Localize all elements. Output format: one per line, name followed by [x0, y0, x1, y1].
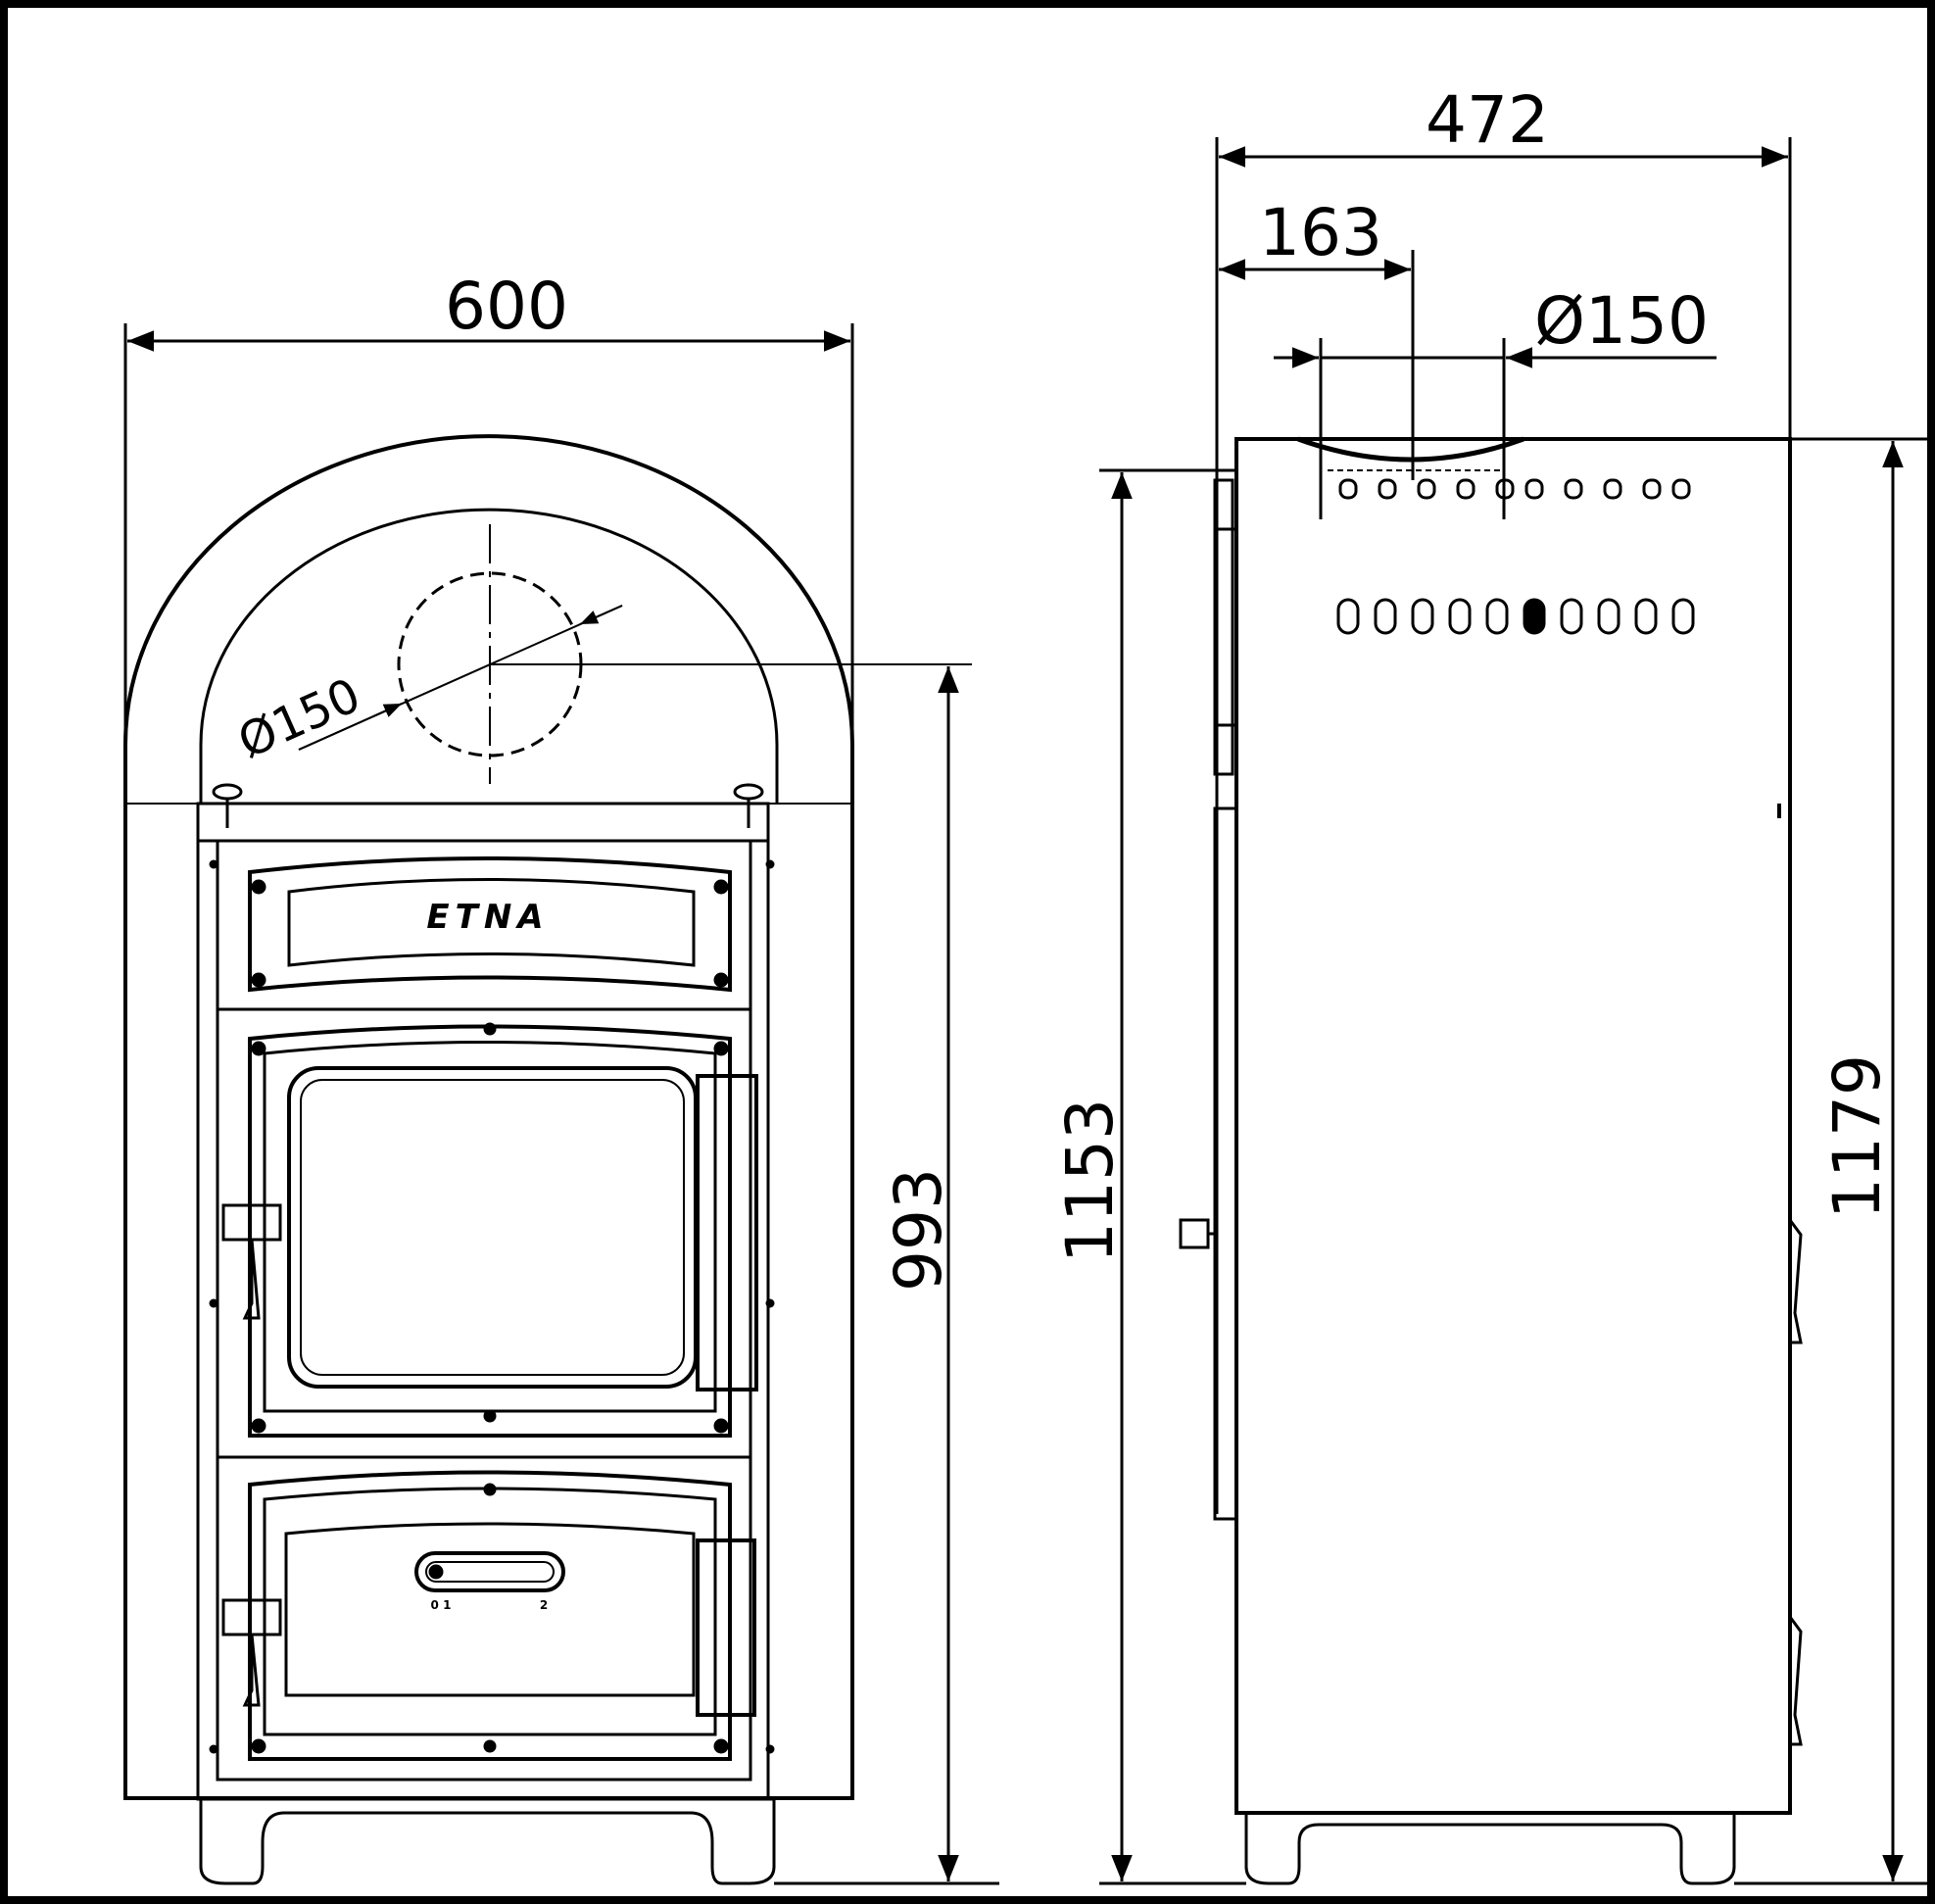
fire-door-handle — [242, 1239, 261, 1320]
ash-door-handle — [242, 1634, 261, 1707]
front-inner-arch — [199, 508, 779, 804]
ash-door — [263, 1487, 717, 1736]
fire-door-hinge — [696, 1074, 758, 1391]
front-width-label: 600 — [445, 269, 568, 344]
right-knob — [733, 783, 764, 801]
front-flue-diameter-label: Ø150 — [230, 667, 368, 769]
side-foot-left — [1244, 1813, 1320, 1885]
side-body — [1234, 437, 1792, 1815]
side-flue-diameter-dimension — [1274, 338, 1717, 519]
total-height-dimension — [1524, 437, 1930, 1885]
flue-height-label: 993 — [881, 1168, 956, 1292]
fire-door-frame — [248, 1024, 732, 1438]
side-depth-label: 472 — [1426, 82, 1549, 158]
brand-panel — [248, 856, 732, 993]
front-width-dimension — [123, 323, 854, 745]
side-flue-diameter-label: Ø150 — [1534, 283, 1709, 359]
front-view — [123, 434, 972, 1885]
flue-offset-dimension — [1219, 250, 1415, 480]
side-view — [1179, 436, 1803, 1885]
flue-height-dimension — [774, 666, 999, 1885]
front-foot-left — [199, 1799, 285, 1885]
flue-offset-label: 163 — [1259, 195, 1382, 270]
body-height-label: 1153 — [1052, 1098, 1128, 1263]
total-height-label: 1179 — [1819, 1054, 1895, 1219]
ash-door-frame — [248, 1470, 732, 1761]
ash-mark-left: 0 1 — [431, 1598, 452, 1612]
side-flue-top — [1297, 436, 1524, 463]
front-outer-arch — [123, 434, 854, 1800]
fire-door-window — [287, 1066, 698, 1389]
fire-door — [263, 1041, 717, 1413]
side-foot-right — [1661, 1813, 1736, 1885]
side-front-panel — [1213, 806, 1238, 1521]
side-knob — [1179, 1218, 1210, 1249]
body-height-dimension — [1099, 468, 1246, 1885]
front-foot-right — [690, 1799, 776, 1885]
vent-holes-middle — [1336, 598, 1695, 635]
ash-door-hinge — [696, 1538, 756, 1717]
brand-logo: ETNA — [426, 898, 549, 937]
vent-holes-top — [1338, 478, 1691, 500]
ash-mark-right: 2 — [540, 1598, 548, 1612]
side-depth-dimension — [1215, 137, 1792, 1514]
ash-air-slider — [414, 1551, 565, 1592]
left-knob — [212, 783, 243, 801]
